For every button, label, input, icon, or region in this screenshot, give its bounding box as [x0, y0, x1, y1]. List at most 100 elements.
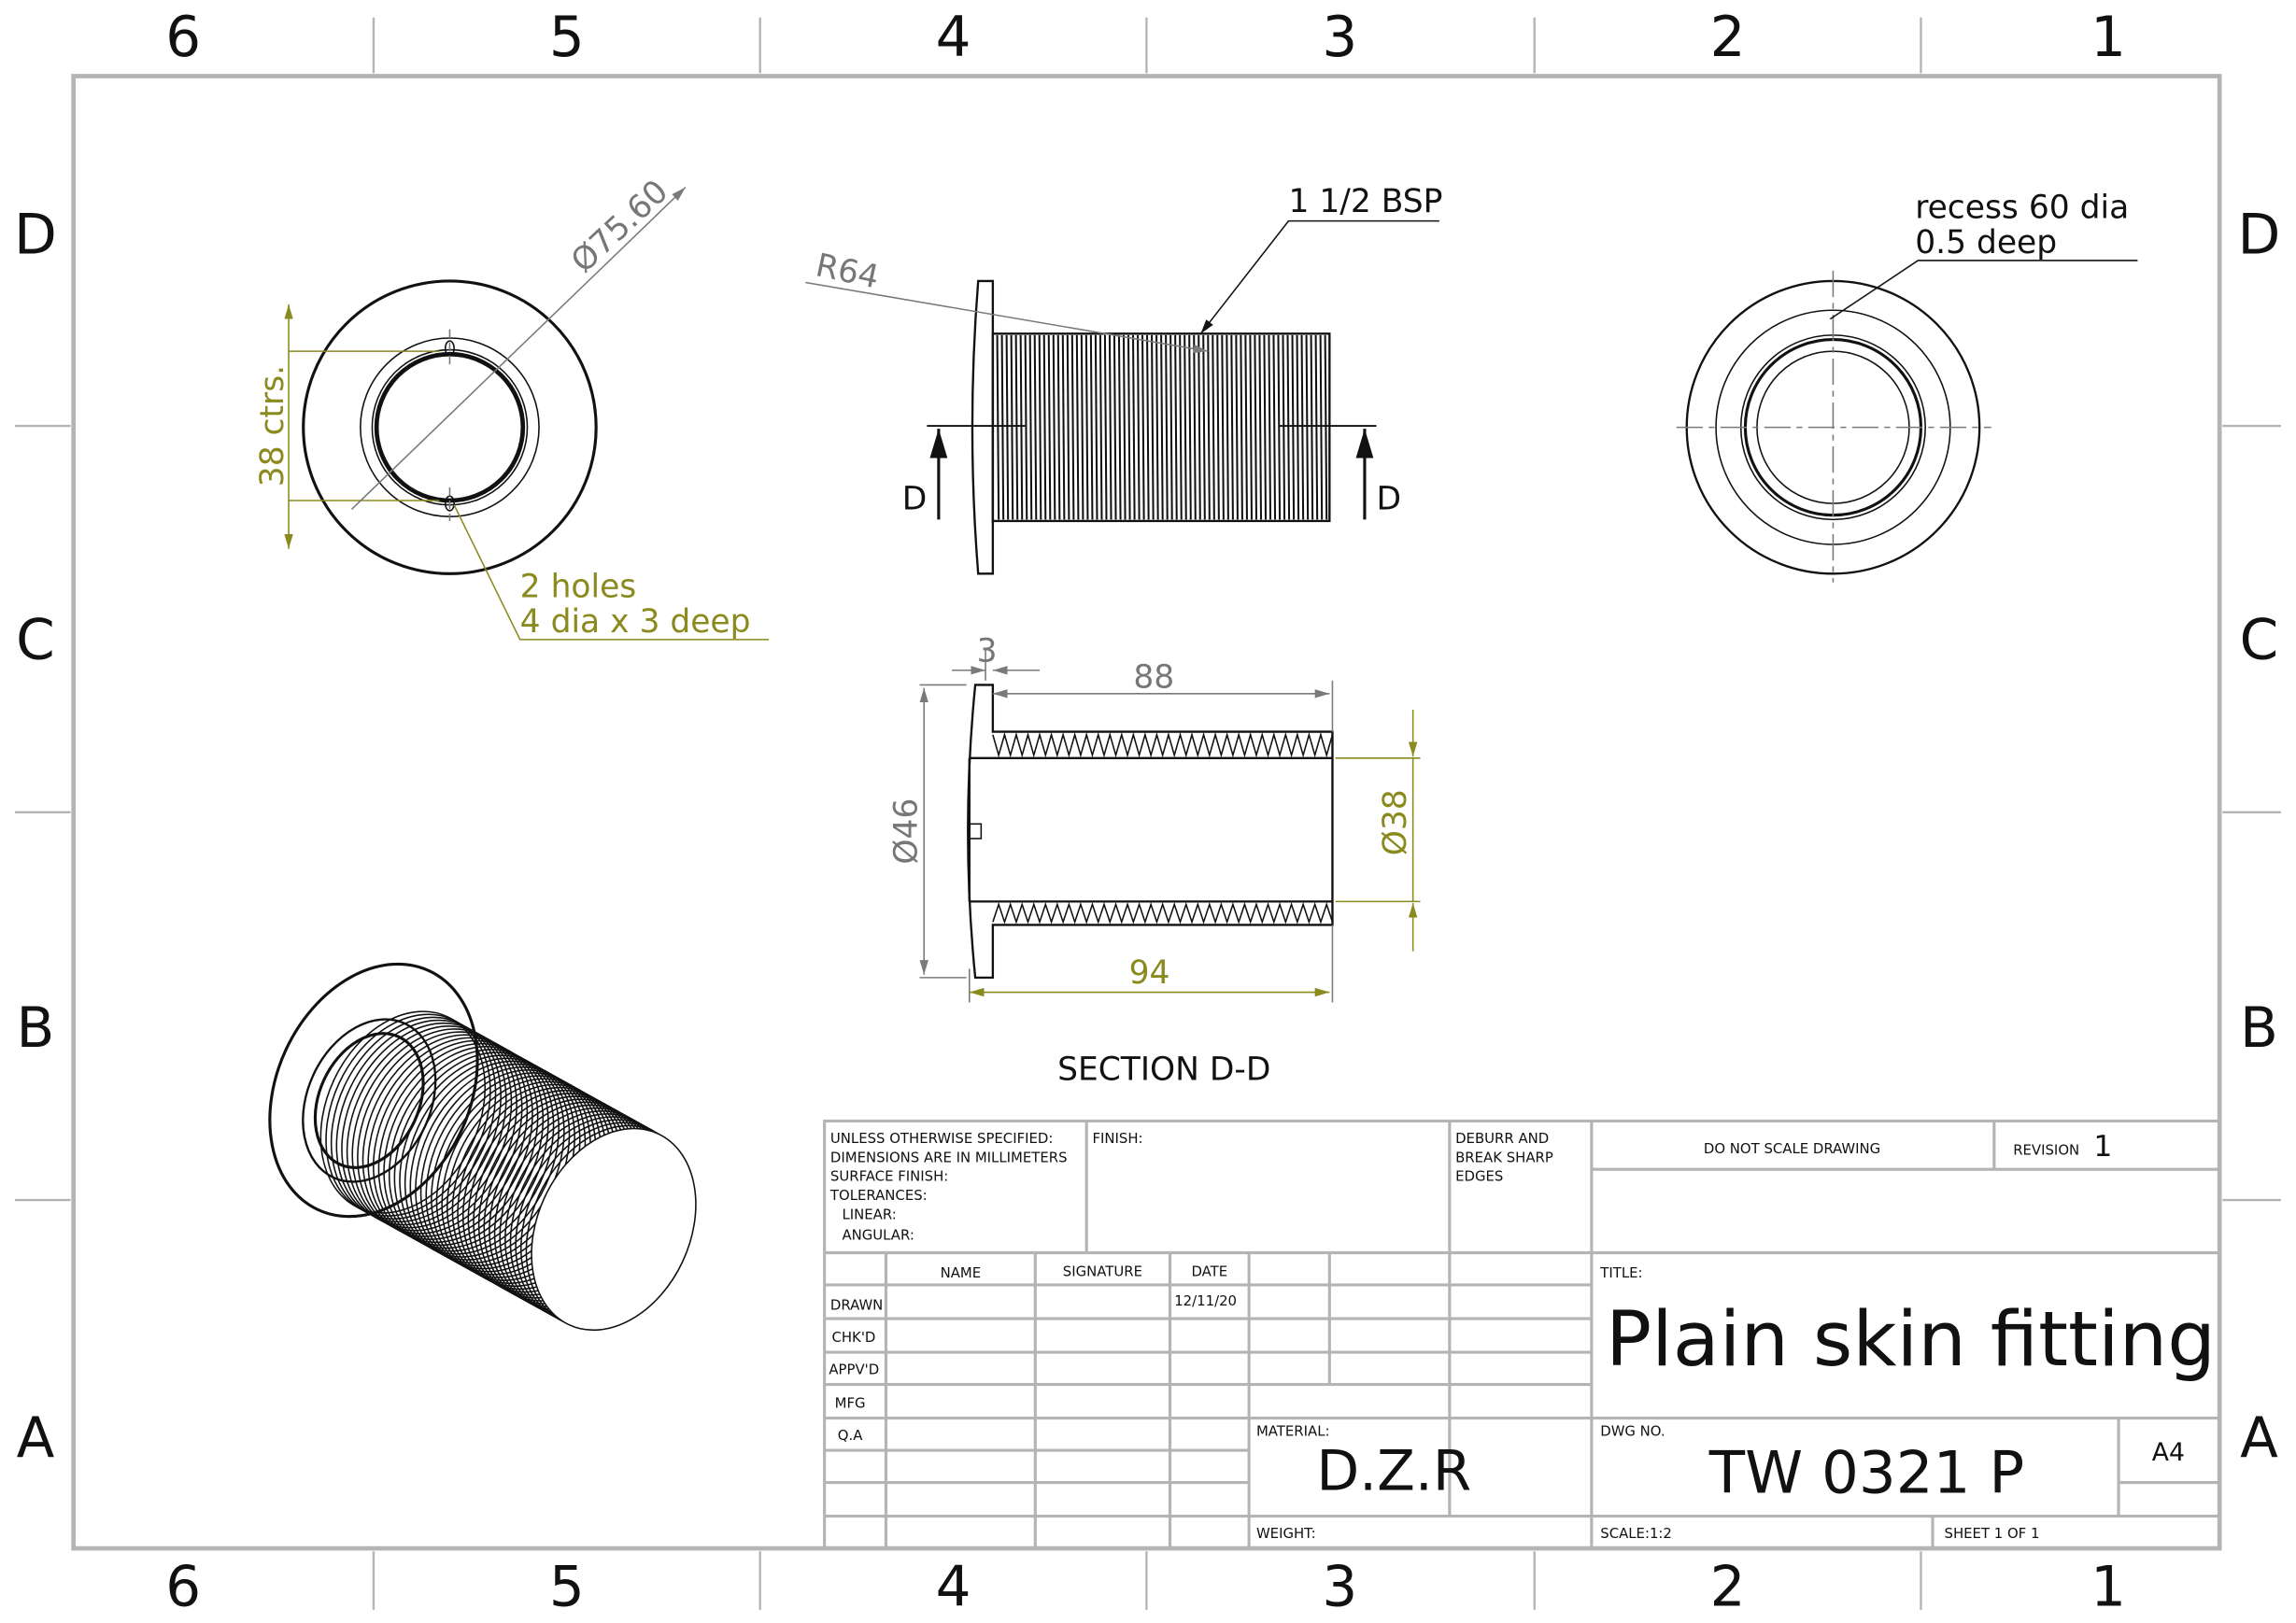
zone-row-d-left: D [14, 204, 57, 268]
note-line-5: LINEAR: [842, 1206, 896, 1222]
note-line-2: DIMENSIONS ARE IN MILLIMETERS [830, 1149, 1068, 1165]
ctrs-dimension: 38 ctrs. [254, 365, 291, 487]
thread-line [1183, 334, 1187, 520]
thread-line [1258, 334, 1263, 520]
thread-lines [996, 334, 1328, 520]
thread-line [1080, 334, 1084, 520]
zone-row-b-right: B [2240, 996, 2278, 1061]
thread-ring [335, 1019, 502, 1223]
zone-col-3-top: 3 [1322, 6, 1357, 70]
finish-label: FINISH: [1092, 1130, 1142, 1147]
zone-col-3-bottom: 3 [1322, 1556, 1357, 1620]
thread-line [1141, 334, 1145, 520]
thread-line [1160, 334, 1164, 520]
zone-col-1-top: 1 [2090, 6, 2126, 70]
sheet-size: A4 [2152, 1438, 2185, 1467]
zone-row-c-right: C [2240, 609, 2279, 673]
thread-line [1042, 334, 1047, 520]
zone-row-a-right: A [2240, 1406, 2278, 1471]
thread-line [1268, 334, 1272, 520]
deburr-line-3: EDGES [1455, 1168, 1503, 1185]
radius-dimension: R64 [813, 247, 883, 296]
thread-ring [531, 1127, 697, 1332]
do-not-scale-note: DO NOT SCALE DRAWING [1704, 1140, 1880, 1157]
thread-line [1188, 334, 1192, 520]
thread-line [1117, 334, 1122, 520]
zone-row-d-right: D [2238, 204, 2281, 268]
dwg-no-value: TW 0321 P [1708, 1439, 2024, 1507]
material-value: D.Z.R [1316, 1439, 1471, 1503]
thread-line [1084, 334, 1089, 520]
drawing-title: Plain skin fitting [1606, 1295, 2216, 1384]
thread-line [1221, 334, 1225, 520]
isometric-view [268, 962, 697, 1332]
thread-line [1291, 334, 1296, 520]
scale-label: SCALE:1:2 [1600, 1525, 1672, 1542]
row-approved: APPV'D [829, 1362, 879, 1378]
note-line-3: SURFACE FINISH: [830, 1168, 948, 1185]
thread-line [1235, 334, 1239, 520]
thread-length-dimension: 88 [1133, 659, 1174, 697]
thread-line [1028, 334, 1033, 520]
thread-line [1010, 334, 1014, 520]
side-view: D D R64 1 1/2 BSP [805, 183, 1442, 575]
front-view: 38 ctrs. Ø75.60 2 holes 4 dia x 3 deep [254, 173, 770, 641]
thread-line [1127, 334, 1131, 520]
thread-line [1319, 334, 1324, 520]
weight-label: WEIGHT: [1256, 1525, 1316, 1542]
header-date: DATE [1191, 1263, 1227, 1280]
drawn-date: 12/11/20 [1174, 1292, 1237, 1309]
note-line-1: UNLESS OTHERWISE SPECIFIED: [830, 1130, 1053, 1147]
thread-line [1314, 334, 1319, 520]
thread-line [1249, 334, 1253, 520]
iso-thread-rings [319, 1010, 697, 1332]
thread-line [1061, 334, 1066, 520]
thread-line [1305, 334, 1310, 520]
section-title: SECTION D-D [1057, 1051, 1270, 1089]
thread-line [1024, 334, 1028, 520]
thread-line [1216, 334, 1220, 520]
thread-line [1000, 334, 1005, 520]
recess-note-line-1: recess 60 dia [1915, 190, 2129, 227]
overall-length-dimension: 94 [1129, 954, 1170, 992]
thread-line [1146, 334, 1150, 520]
thread-line [1277, 334, 1282, 520]
thread-line [1272, 334, 1277, 520]
thread-line [1300, 334, 1305, 520]
thread-line [1254, 334, 1257, 520]
zone-col-5-top: 5 [549, 6, 585, 70]
zone-col-6-top: 6 [165, 6, 201, 70]
thread-line [1240, 334, 1243, 520]
revision-label: REVISION [2013, 1142, 2079, 1159]
thread-line [1131, 334, 1136, 520]
note-line-6: ANGULAR: [842, 1226, 914, 1243]
thread-line [1193, 334, 1197, 520]
thread-line [1282, 334, 1286, 520]
thread-line [1019, 334, 1024, 520]
thread-line [1113, 334, 1117, 520]
revision-value: 1 [2093, 1130, 2112, 1164]
holes-note-line-2: 4 dia x 3 deep [520, 603, 751, 641]
section-label-right: D [1376, 480, 1401, 517]
zone-col-6-bottom: 6 [165, 1556, 201, 1620]
thread-line [1165, 334, 1169, 520]
thread-line [1014, 334, 1019, 520]
thread-line [1005, 334, 1010, 520]
section-thread-profile [992, 731, 1334, 924]
zone-col-2-top: 2 [1710, 6, 1746, 70]
thread-line [1038, 334, 1042, 520]
thread-line [1094, 334, 1098, 520]
row-checked: CHK'D [831, 1329, 875, 1346]
diameter-dimension: Ø75.60 [564, 173, 675, 280]
zone-row-a-left: A [17, 1406, 55, 1471]
thread-line [1056, 334, 1061, 520]
thread-line [1070, 334, 1075, 520]
rear-view: recess 60 dia 0.5 deep [1676, 190, 2138, 583]
outer-diameter-dimension: Ø46 [887, 798, 925, 865]
thread-line [1169, 334, 1173, 520]
zone-col-4-top: 4 [936, 6, 971, 70]
title-block: UNLESS OTHERWISE SPECIFIED: DIMENSIONS A… [823, 1119, 2221, 1550]
thread-line [1230, 334, 1234, 520]
thread-line [1075, 334, 1080, 520]
